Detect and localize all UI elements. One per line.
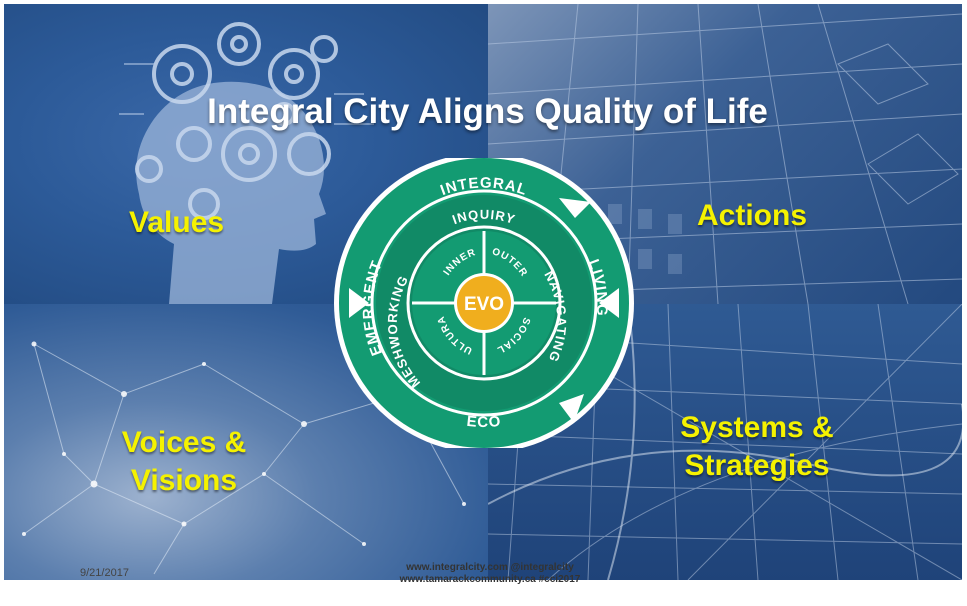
slide-title: Integral City Aligns Quality of Life <box>207 92 768 131</box>
label-systems-line2: Strategies <box>684 448 830 482</box>
label-systems-line1: Systems & <box>680 411 834 444</box>
label-voices-line1: Voices & <box>121 426 247 459</box>
arrow-bottom-right-icon <box>559 394 584 423</box>
label-values: Values <box>129 206 225 239</box>
footer-link-line1[interactable]: www.integralcity.com @integralcity <box>406 562 574 573</box>
footer-links: www.integralcity.com @integralcity www.t… <box>340 562 640 586</box>
label-systems-strategies: Systems & Strategies <box>672 409 842 484</box>
label-voices-line2: Visions <box>130 463 238 497</box>
wheel-label-eco: ECO <box>466 413 502 431</box>
arrow-right-icon <box>599 288 619 318</box>
slide: Integral City Aligns Quality of Life Val… <box>4 4 962 580</box>
head-silhouette <box>136 81 326 304</box>
label-actions: Actions <box>697 199 808 232</box>
wheel-center-label: EVO <box>464 294 504 315</box>
footer-link-line2[interactable]: www.tamarackcommunity.ca #cci2017 <box>399 574 581 585</box>
arrow-left-icon <box>349 288 369 318</box>
evo-wheel-diagram: INTEGRAL LIVING ECO EMERGENT INQUIRY NAV… <box>329 158 634 448</box>
footer-date: 9/21/2017 <box>80 567 129 579</box>
arrow-top-right-icon <box>559 198 591 218</box>
label-voices-visions: Voices & Visions <box>114 424 254 499</box>
wheel-center <box>457 276 511 330</box>
